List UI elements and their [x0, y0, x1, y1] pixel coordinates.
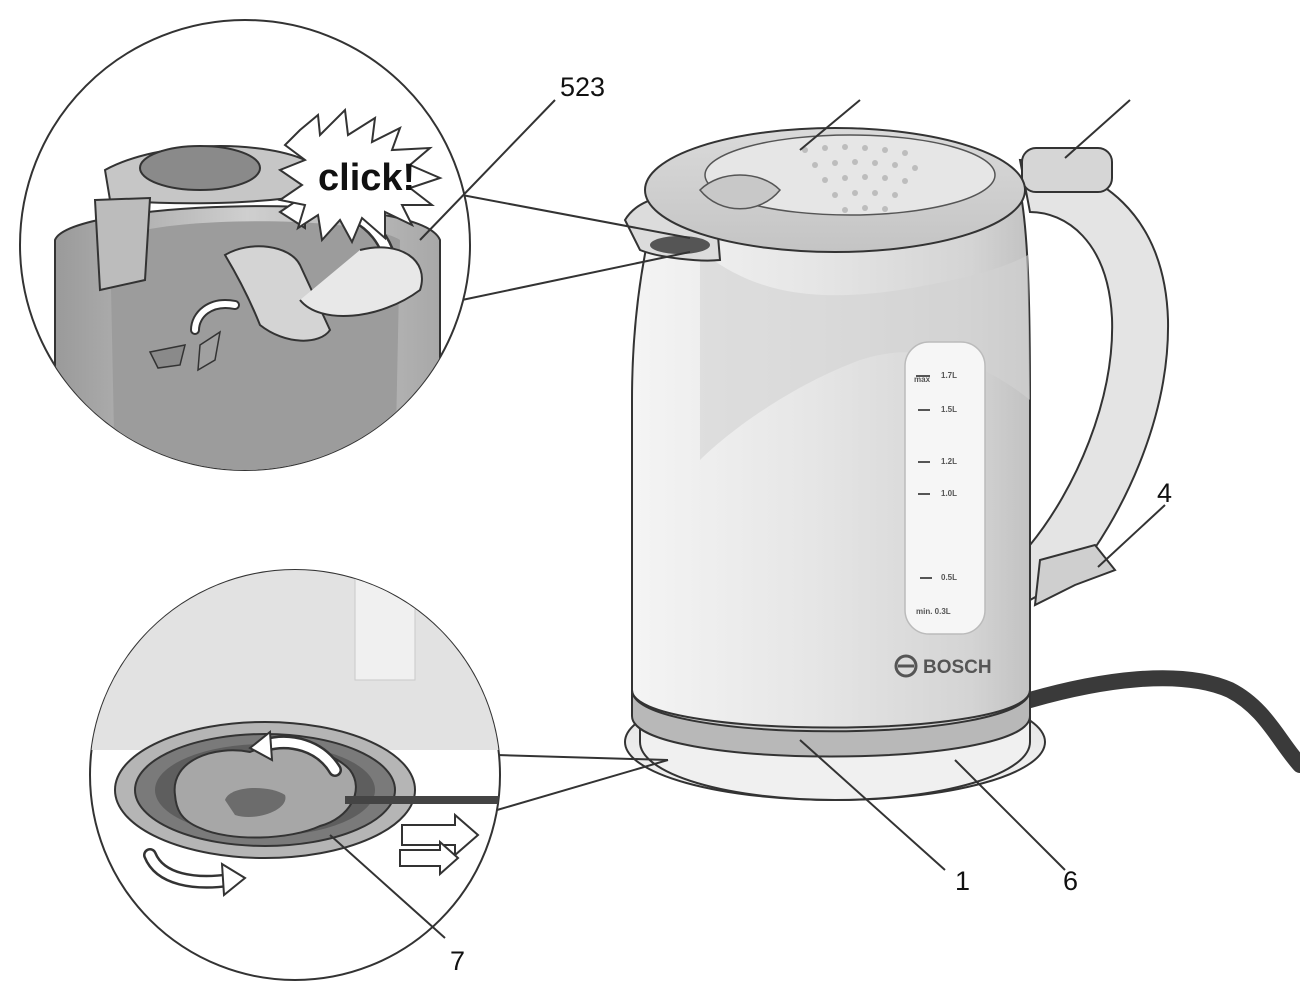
- on-off-switch: [1033, 543, 1117, 607]
- power-cord: [1022, 670, 1300, 773]
- callout-6: 6: [1063, 866, 1078, 896]
- water-level-window: 1.7L 1.5L 1.2L 1.0L 0.5L max min. 0.3L: [904, 341, 986, 635]
- kettle: 1.7L 1.5L 1.2L 1.0L 0.5L max min. 0.3L B…: [623, 127, 1300, 801]
- base-detail-inset: [89, 569, 669, 981]
- scale-mark-5: 0.5L: [941, 573, 957, 582]
- callout-7: 7: [450, 946, 465, 976]
- scale-min-label: min. 0.3L: [916, 607, 951, 616]
- lid-release-button: [1021, 147, 1113, 193]
- click-label: click!: [318, 157, 415, 199]
- brand-name: BOSCH: [923, 657, 992, 678]
- leader-lines: [329, 99, 1166, 939]
- callout-4: 4: [1157, 478, 1172, 508]
- callout-523: 523: [560, 72, 605, 102]
- lid-detail-inset: click!: [19, 19, 691, 471]
- kettle-lid: [644, 127, 1026, 253]
- scale-mark-3: 1.2L: [941, 457, 957, 466]
- scale-mark-1: 1.7L: [941, 371, 957, 380]
- kettle-handle: [1018, 158, 1170, 602]
- callout-1: 1: [955, 866, 970, 896]
- scale-mark-4: 1.0L: [941, 489, 957, 498]
- scale-mark-2: 1.5L: [941, 405, 957, 414]
- scale-max-mark: max: [914, 375, 931, 384]
- brand-logo: BOSCH: [894, 654, 992, 678]
- click-burst: [277, 107, 443, 245]
